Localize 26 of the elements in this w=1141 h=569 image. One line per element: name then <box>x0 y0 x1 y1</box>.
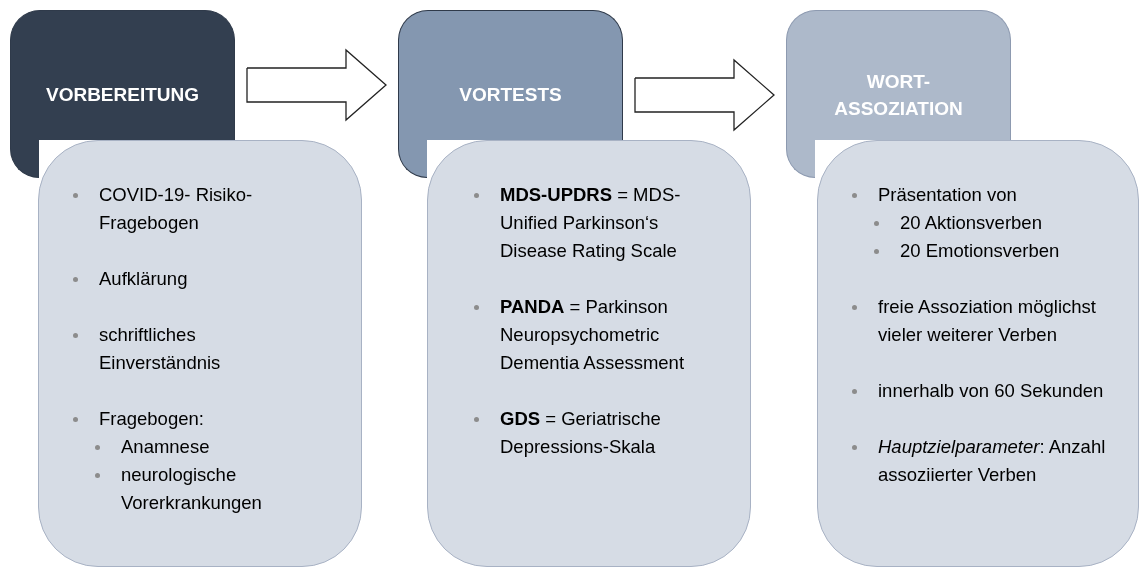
step-header-box <box>10 10 235 140</box>
bullet-text: PANDA = Parkinson Neuropsychometric Dementia Assessment <box>474 293 718 377</box>
bullet-text: 20 Emotionsverben <box>852 237 1134 265</box>
block-arrow <box>634 58 775 132</box>
bullet-text: MDS-UPDRS = MDS-Unified Parkinson‘s Disease Rating Scale <box>474 181 718 265</box>
bullet-text: freie Assoziation möglichst vieler weiterer Verben <box>852 293 1134 349</box>
content-card <box>427 140 751 567</box>
step-title: WORT- ASSOZIATION <box>833 70 964 121</box>
step-title: VORBEREITUNG <box>44 83 201 107</box>
content-card <box>38 140 362 567</box>
bullet-text: Anamnese <box>73 433 283 461</box>
bullet-text: GDS = Geriatrische Depressions-Skala <box>474 405 718 461</box>
bullet-text: Fragebogen: <box>73 405 257 433</box>
block-arrow <box>246 48 387 122</box>
step-header-box <box>786 10 1011 140</box>
step-title: VORTESTS <box>458 83 563 107</box>
bullet-text: innerhalb von 60 Sekunden <box>852 377 1134 405</box>
step-header-box <box>398 10 623 140</box>
bullet-text: Aufklärung <box>73 265 257 293</box>
bullet-text: schriftliches Einverständnis <box>73 321 257 377</box>
bullet-text: COVID-19- Risiko-Fragebogen <box>73 181 257 237</box>
bullet-text: 20 Aktionsverben <box>852 209 1134 237</box>
bullet-text: Präsentation von <box>852 181 1134 209</box>
bullet-text: neurologische Vorerkrankungen <box>73 461 283 517</box>
content-card <box>817 140 1139 567</box>
bullet-text: Hauptzielparameter: Anzahl assoziierter Verben <box>852 433 1134 489</box>
